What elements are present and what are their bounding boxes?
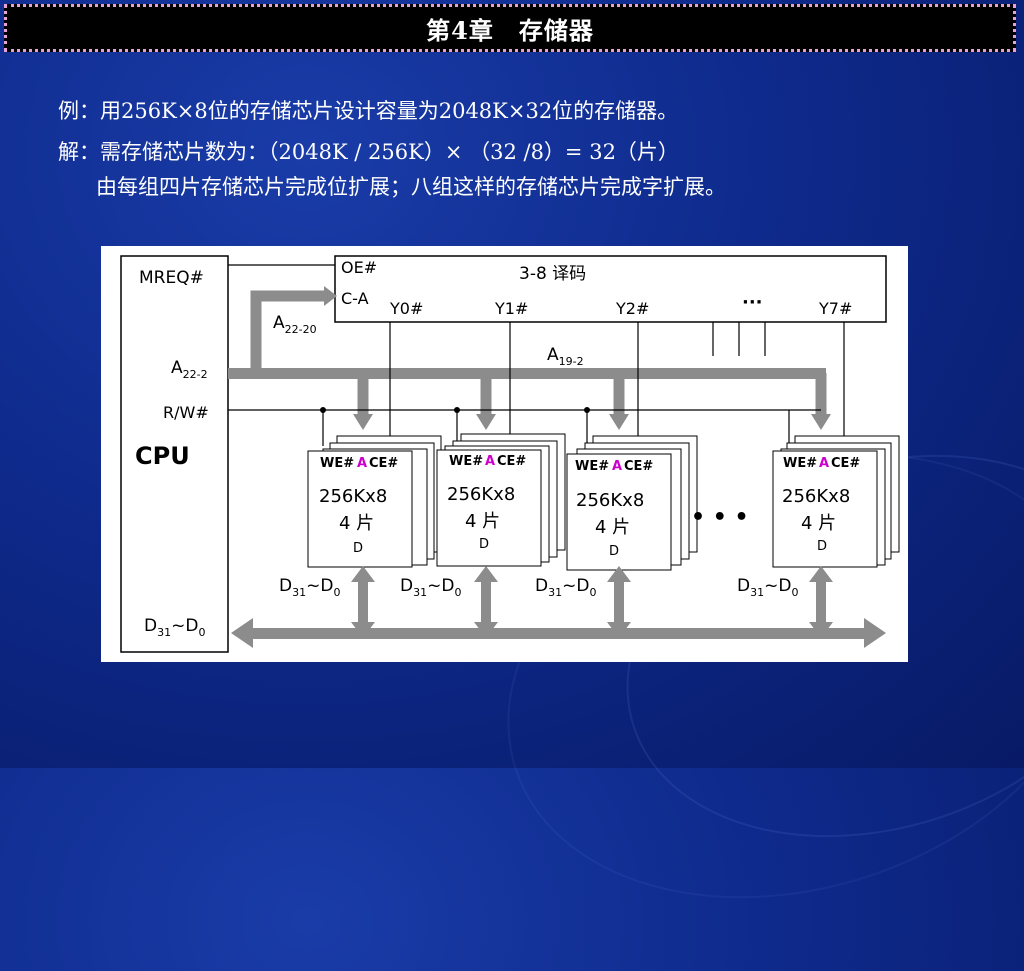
rw-branches [320, 407, 790, 446]
chip-ce-label: CE# [831, 456, 860, 471]
data-bus-label-7: D31~D0 [737, 576, 798, 599]
chip-labels-7: WE# A CE# 256Kx8 4 片 D [782, 456, 860, 554]
data-bus-label-1: D31~D0 [400, 576, 461, 599]
chip-ce-label: CE# [624, 459, 653, 474]
decoder-oe-label: OE# [341, 258, 377, 277]
chip-ce-label: CE# [497, 454, 526, 469]
chip-count: 4 片 [465, 511, 500, 532]
cpu-label: CPU [135, 442, 190, 470]
chip-capacity: 256Kx8 [319, 486, 387, 507]
chip-a-label: A [819, 456, 829, 471]
address-branch-arrows [353, 373, 831, 430]
chip-we-label: WE# [575, 459, 609, 474]
title-bar: 第4章 存储器 [4, 4, 1016, 52]
chip-we-label: WE# [783, 456, 817, 471]
decoder-ellipsis: ··· [742, 292, 763, 313]
chip-group-1 [436, 433, 566, 567]
a22-20-arrow [250, 290, 326, 368]
a22-2-label: A22-2 [171, 358, 208, 381]
chip-d-label: D [479, 537, 489, 552]
chip-we-label: WE# [320, 456, 354, 471]
example-text: 例：用256K×8位的存储芯片设计容量为2048K×32位的存储器。 [58, 99, 679, 123]
data-bus-label-2: D31~D0 [535, 576, 596, 599]
chip-labels-0: WE# A CE# 256Kx8 4 片 D [319, 456, 398, 556]
solution-text: 解：需存储芯片数为：（2048K / 256K）× （32 /8）= 32（片） [58, 140, 679, 164]
cpu-data-bus-label: D31~D0 [144, 616, 205, 639]
chip-a-label: A [612, 459, 622, 474]
chip-labels-1: WE# A CE# 256Kx8 4 片 D [447, 454, 526, 552]
data-bus-label-0: D31~D0 [279, 576, 340, 599]
rw-label: R/W# [163, 403, 209, 422]
decoder-output-y2: Y2# [615, 299, 649, 318]
a22-20-label: A22-20 [273, 313, 317, 336]
address-bus [228, 368, 826, 379]
a19-2-label: A19-2 [547, 345, 584, 368]
data-bus [231, 618, 886, 648]
chip-capacity: 256Kx8 [576, 490, 644, 511]
explanation-text: 由每组四片存储芯片完成位扩展；八组这样的存储芯片完成字扩展。 [96, 175, 726, 199]
chip-capacity: 256Kx8 [782, 486, 850, 507]
slide-title: 第4章 存储器 [426, 15, 594, 45]
chip-d-label: D [353, 541, 363, 556]
chip-ce-label: CE# [369, 456, 398, 471]
chip-capacity: 256Kx8 [447, 484, 515, 505]
decoder-output-y0: Y0# [389, 299, 423, 318]
decoder-output-y7: Y7# [818, 299, 852, 318]
chip-group-7 [772, 435, 900, 568]
chip-a-label: A [485, 454, 495, 469]
decoder-ca-label: C-A [341, 289, 369, 308]
chip-count: 4 片 [595, 517, 630, 538]
chip-a-label: A [357, 456, 367, 471]
mreq-label: MREQ# [139, 268, 204, 288]
chip-count: 4 片 [801, 513, 836, 534]
chip-we-label: WE# [449, 454, 483, 469]
cpu-box [120, 255, 229, 653]
chip-group-2 [566, 435, 698, 571]
data-arrows [351, 566, 833, 638]
chip-d-label: D [817, 539, 827, 554]
a22-20-arrowhead [324, 286, 337, 306]
decoder-title: 3-8 译码 [519, 264, 586, 284]
chip-select-lines [389, 322, 845, 451]
memory-expansion-diagram: MREQ# A22-2 R/W# CPU D31~D0 OE# 3-8 译码 C… [101, 246, 908, 662]
diagram-svg: MREQ# A22-2 R/W# CPU D31~D0 OE# 3-8 译码 C… [120, 255, 900, 653]
decoder-box [334, 255, 887, 323]
chip-count: 4 片 [339, 513, 374, 534]
chip-group-0 [307, 435, 442, 568]
decoder-output-y1: Y1# [494, 299, 528, 318]
chip-labels-2: WE# A CE# 256Kx8 4 片 D [575, 459, 653, 559]
chip-d-label: D [609, 544, 619, 559]
chip-ellipsis: • • • [691, 505, 749, 530]
